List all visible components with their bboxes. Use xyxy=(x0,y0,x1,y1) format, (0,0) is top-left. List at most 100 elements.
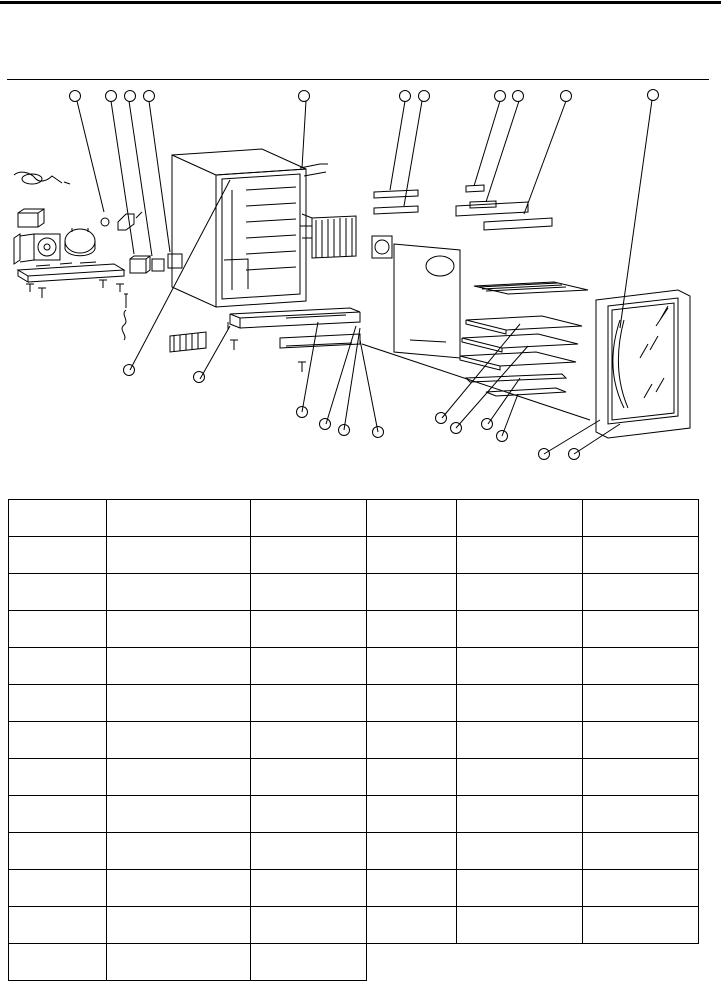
table-cell xyxy=(106,499,251,537)
leader-lines xyxy=(76,99,653,455)
table-cell xyxy=(250,943,367,981)
table-cell xyxy=(8,943,107,981)
callout-circles xyxy=(69,89,659,460)
table-cell xyxy=(8,536,107,574)
table-cell xyxy=(106,536,251,574)
table-cell xyxy=(456,573,583,611)
table-cell xyxy=(582,869,699,907)
table-cell xyxy=(250,499,367,537)
table-cell xyxy=(250,795,367,833)
front-grille xyxy=(229,307,361,349)
table-cell xyxy=(582,758,699,796)
condenser-fan-left xyxy=(13,233,61,265)
table-cell xyxy=(583,944,699,981)
table-cell xyxy=(582,832,699,870)
table-cell xyxy=(8,684,107,722)
header-rule xyxy=(0,1,721,4)
thermostat-parts xyxy=(100,211,183,274)
table-cell xyxy=(8,610,107,648)
table-cell xyxy=(456,684,583,722)
table-row xyxy=(8,647,699,685)
table-row xyxy=(8,943,699,981)
screws-left xyxy=(26,279,128,308)
leveling-leg xyxy=(227,322,306,372)
table-cell xyxy=(582,610,699,648)
table-cell xyxy=(8,869,107,907)
table-cell xyxy=(106,869,251,907)
table-cell xyxy=(582,573,699,611)
table-cell xyxy=(366,832,457,870)
table-cell xyxy=(106,832,251,870)
table-cell xyxy=(250,906,367,944)
table-cell xyxy=(106,795,251,833)
table-cell xyxy=(8,573,107,611)
table-cell xyxy=(106,906,251,944)
evaporator-coil xyxy=(300,213,357,259)
glass-door xyxy=(595,289,691,439)
table-row xyxy=(8,499,699,537)
table-cell xyxy=(250,573,367,611)
table-cell xyxy=(366,906,457,944)
table-cell xyxy=(456,721,583,759)
table-cell xyxy=(8,795,107,833)
table-cell xyxy=(582,647,699,685)
table-cell xyxy=(250,832,367,870)
table-cell xyxy=(8,758,107,796)
table-cell xyxy=(366,610,457,648)
table-row xyxy=(8,795,699,833)
cabinet xyxy=(171,148,307,308)
table-cell xyxy=(250,536,367,574)
table-row xyxy=(8,610,699,648)
table-row xyxy=(8,721,699,759)
table-cell xyxy=(582,684,699,722)
table-cell xyxy=(456,499,583,537)
table-row xyxy=(8,536,699,574)
table-cell xyxy=(582,795,699,833)
table-cell xyxy=(8,647,107,685)
table-row xyxy=(8,906,699,944)
table-row xyxy=(8,832,699,870)
table-cell xyxy=(106,573,251,611)
table-cell xyxy=(366,573,457,611)
table-cell xyxy=(456,869,583,907)
table-cell xyxy=(366,647,457,685)
table-cell xyxy=(582,536,699,574)
section-rule xyxy=(7,79,709,80)
table-row xyxy=(8,869,699,907)
table-cell xyxy=(250,758,367,796)
table-cell xyxy=(106,684,251,722)
cabinet-shelf-rails xyxy=(245,186,297,271)
table-cell xyxy=(367,944,457,981)
table-row xyxy=(8,758,699,796)
shelves xyxy=(459,281,589,397)
table-cell xyxy=(250,684,367,722)
table-cell xyxy=(250,647,367,685)
table-cell xyxy=(582,721,699,759)
rear-panel xyxy=(371,235,461,359)
table-cell xyxy=(366,795,457,833)
exploded-parts-diagram xyxy=(13,89,691,460)
table-cell xyxy=(250,610,367,648)
table-cell xyxy=(366,536,457,574)
label-strips xyxy=(373,184,553,231)
table-cell xyxy=(366,684,457,722)
table-cell xyxy=(366,721,457,759)
table-cell xyxy=(456,832,583,870)
table-cell xyxy=(366,869,457,907)
table-cell xyxy=(456,610,583,648)
table-cell xyxy=(366,758,457,796)
base-plate xyxy=(16,261,126,283)
table-row xyxy=(8,684,699,722)
table-cell xyxy=(250,721,367,759)
table-cell xyxy=(456,758,583,796)
table-cell xyxy=(106,647,251,685)
table-cell xyxy=(456,536,583,574)
capillary-tube xyxy=(121,309,127,341)
table-cell xyxy=(106,943,251,981)
condenser-coil xyxy=(169,331,207,353)
table-cell xyxy=(457,944,583,981)
table-cell xyxy=(106,758,251,796)
table-row xyxy=(8,573,699,611)
table-cell xyxy=(250,869,367,907)
top-bracket xyxy=(299,163,328,177)
